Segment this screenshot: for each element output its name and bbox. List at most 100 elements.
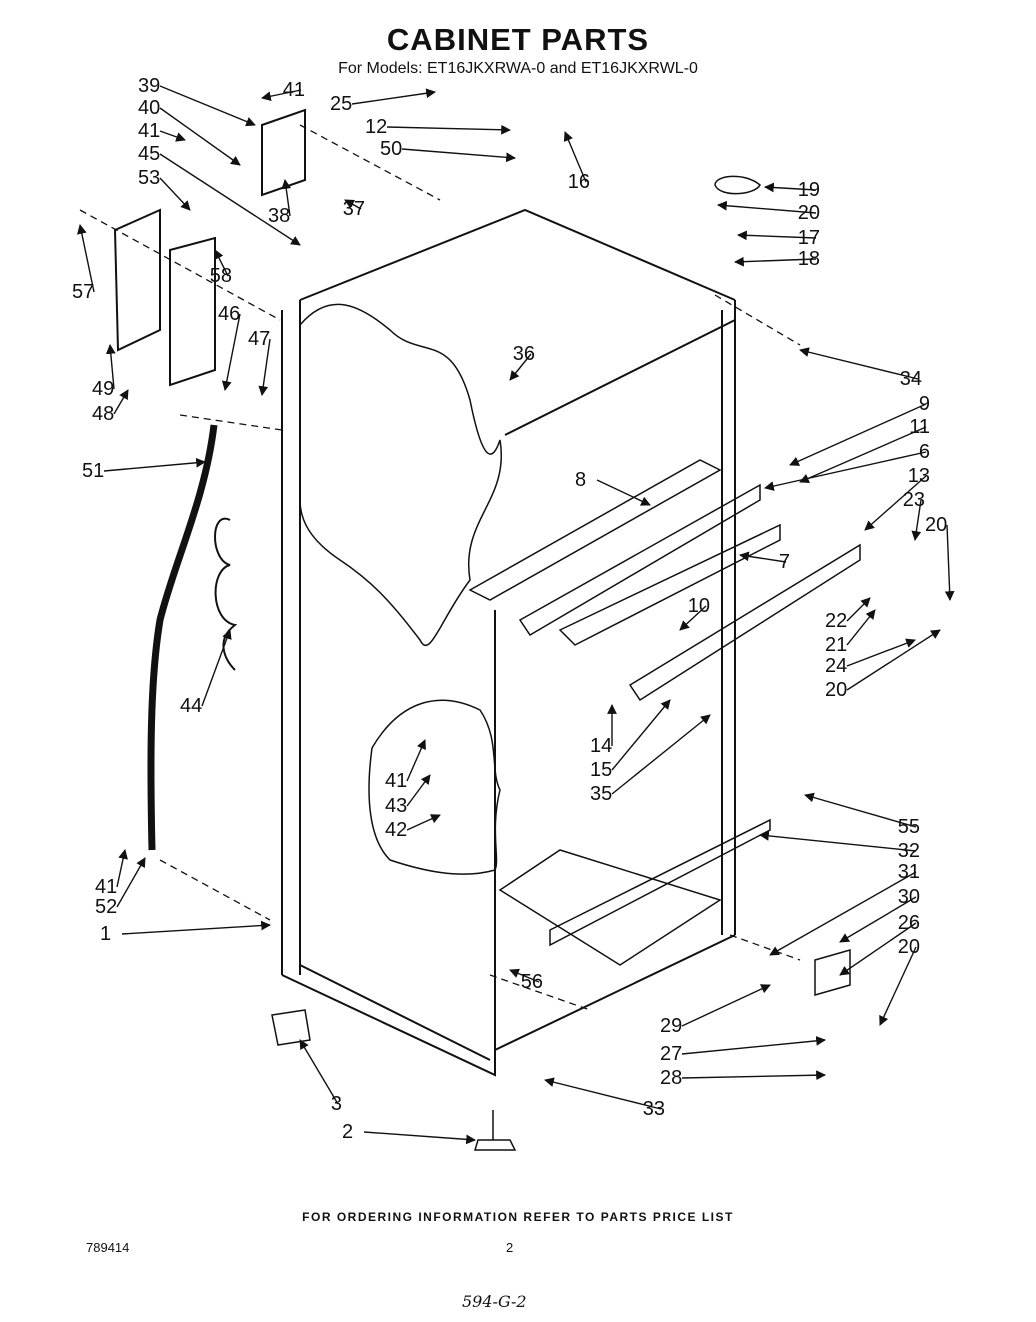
rail-8 [468, 459, 722, 601]
callout-11: 11 [909, 416, 930, 438]
leader-line-39 [159, 85, 256, 127]
handwritten-code: 594-G-2 [462, 1292, 527, 1311]
cabinet-bottom-left [281, 964, 496, 1077]
callout-45: 45 [138, 143, 160, 165]
callout-38: 38 [268, 205, 290, 227]
callout-41: 41 [385, 770, 407, 792]
callout-49: 49 [92, 378, 114, 400]
cabinet-right-edge [721, 300, 736, 935]
leader-line-45 [159, 153, 301, 246]
leader-line-34 [799, 347, 919, 380]
callout-3: 3 [331, 1093, 342, 1115]
leader-line-38 [281, 179, 292, 217]
callout-23: 23 [903, 489, 925, 511]
callout-30: 30 [898, 886, 920, 908]
callout-48: 48 [92, 403, 114, 425]
callout-41: 41 [283, 79, 305, 101]
callout-52: 52 [95, 896, 117, 918]
leader-line-16 [563, 131, 587, 183]
callout-34: 34 [900, 368, 922, 390]
leader-line-17 [737, 230, 817, 241]
cabinet-drawing [79, 108, 861, 1151]
leader-line-46 [221, 313, 241, 391]
callout-31: 31 [898, 861, 920, 883]
callout-20: 20 [825, 679, 847, 701]
roller-3 [271, 1009, 311, 1046]
cabinet-bottom-right [494, 934, 736, 1051]
leader-line-48 [113, 389, 129, 415]
leader-line-29 [681, 984, 771, 1027]
leader-line-30 [839, 896, 917, 943]
leader-line-42 [406, 814, 441, 831]
leader-line-21 [846, 609, 876, 646]
leader-line-57 [77, 224, 95, 293]
callout-10: 10 [688, 595, 710, 617]
callout-57: 57 [72, 281, 94, 303]
leader-line-41 [116, 849, 128, 888]
callout-47: 47 [248, 328, 270, 350]
callout-32: 32 [898, 840, 920, 862]
callout-22: 22 [825, 610, 847, 632]
cabinet-top-inner [504, 319, 736, 436]
leader-line-12 [386, 124, 511, 135]
callout-12: 12 [365, 116, 387, 138]
callout-16: 16 [568, 171, 590, 193]
assembly-lines [79, 124, 801, 1011]
leader-line-41 [159, 130, 186, 142]
callout-44: 44 [180, 695, 202, 717]
control-box-39 [261, 108, 306, 197]
callout-41: 41 [138, 120, 160, 142]
callout-20: 20 [898, 936, 920, 958]
leader-line-44 [201, 629, 232, 707]
callout-56: 56 [521, 971, 543, 993]
leader-line-31 [769, 871, 917, 956]
leader-line-22 [846, 597, 871, 622]
leader-line-13 [864, 475, 927, 531]
callout-24: 24 [825, 655, 847, 677]
leader-line-36 [509, 353, 532, 381]
callout-25: 25 [330, 93, 352, 115]
rail-7 [558, 523, 781, 646]
leader-line-50 [401, 148, 516, 163]
document-number: 789414 [86, 1240, 130, 1255]
callout-19: 19 [798, 179, 820, 201]
leader-line-37 [344, 199, 362, 210]
page-title: CABINET PARTS [386, 22, 650, 57]
callout-28: 28 [660, 1067, 682, 1089]
leader-line-27 [681, 1035, 826, 1055]
callout-43: 43 [385, 795, 407, 817]
callout-41: 41 [95, 876, 117, 898]
ordering-note: FOR ORDERING INFORMATION REFER TO PARTS … [302, 1210, 734, 1224]
cabinet-front-edge [281, 300, 301, 975]
leader-line-33 [544, 1077, 662, 1110]
leader-line-35 [611, 714, 711, 795]
callout-40: 40 [138, 97, 160, 119]
callout-15: 15 [590, 759, 612, 781]
callout-39: 39 [138, 75, 160, 97]
leader-line-20 [717, 200, 817, 214]
leader-line-7 [739, 551, 787, 563]
callout-46: 46 [218, 303, 240, 325]
leader-line-19 [764, 182, 817, 193]
callout-14: 14 [590, 735, 612, 757]
callout-9: 9 [919, 393, 930, 415]
callout-7: 7 [779, 551, 790, 573]
callout-37: 37 [343, 198, 365, 220]
leader-line-25 [351, 88, 436, 105]
leader-line-32 [759, 831, 917, 852]
callout-55: 55 [898, 816, 920, 838]
top-hinge-19 [714, 175, 761, 195]
callout-42: 42 [385, 819, 407, 841]
callout-36: 36 [513, 343, 535, 365]
callout-20: 20 [798, 202, 820, 224]
leader-line-28 [681, 1070, 826, 1081]
leader-line-40 [159, 107, 241, 166]
leader-line-1 [121, 920, 271, 935]
leader-line-41 [406, 739, 426, 782]
callout-6: 6 [919, 441, 930, 463]
leader-line-6 [764, 451, 927, 491]
callout-1: 1 [100, 923, 111, 945]
lower-cutaway [368, 699, 501, 875]
leader-line-23 [911, 499, 922, 541]
